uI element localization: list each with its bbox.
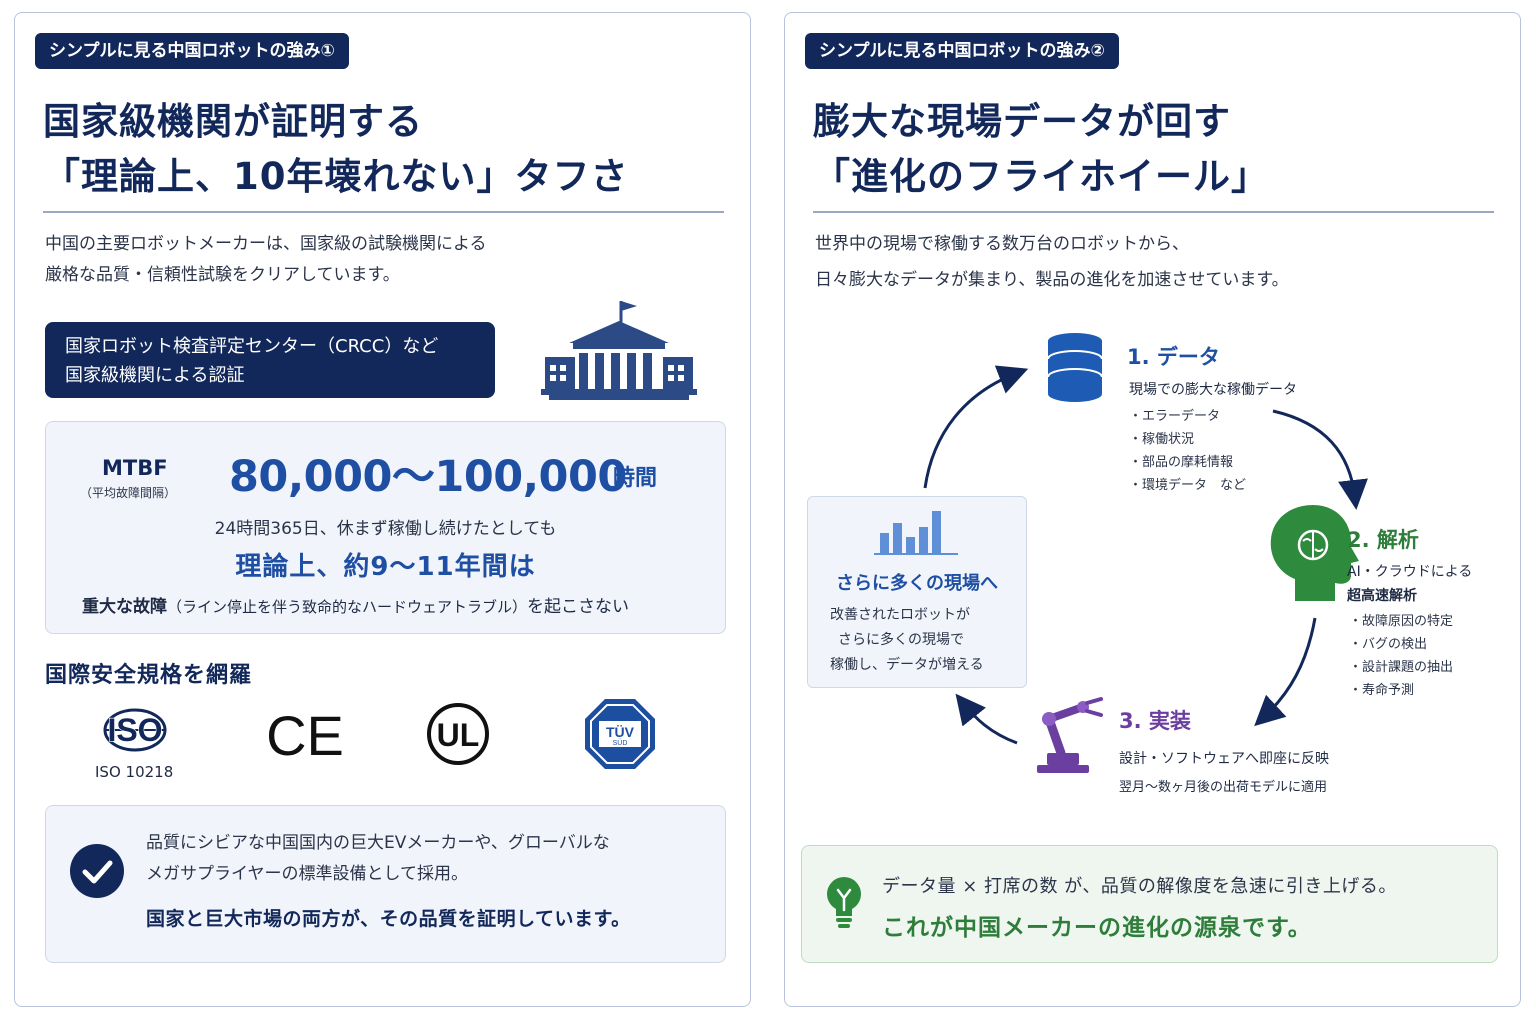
lightbulb-icon bbox=[827, 877, 861, 928]
ce-mark-icon: CE bbox=[267, 707, 343, 763]
adoption-strong: 国家と巨大市場の両方が、その品質を証明しています。 bbox=[146, 908, 631, 930]
list-item: 故障原因の特定 bbox=[1349, 610, 1453, 633]
left-title-line1: 国家級機関が証明する bbox=[43, 100, 423, 143]
mtbf-box: MTBF （平均故障間隔） 80,000～100,000 時間 24時間365日… bbox=[45, 421, 726, 634]
list-item: 部品の摩耗情報 bbox=[1129, 451, 1246, 474]
right-intro-line1: 世界中の現場で稼働する数万台のロボットから、 bbox=[815, 234, 1189, 254]
cert-line1: 国家ロボット検査評定センター（CRCC）など bbox=[65, 336, 439, 357]
insight-text: データ量 × 打席の数 が、品質の解像度を急速に引き上げる。 bbox=[882, 876, 1397, 897]
arrow-analysis-to-implementation bbox=[1254, 617, 1317, 727]
step-implementation-desc1: 設計・ソフトウェアへ即座に反映 bbox=[1119, 751, 1329, 767]
cert-line2: 国家級機関による認証 bbox=[65, 365, 245, 386]
step-analysis-desc1: AI・クラウドによる bbox=[1347, 564, 1473, 580]
more-sites-text: 改善されたロボットが さらに多くの現場で 稼働し、データが増える bbox=[830, 603, 984, 678]
list-item: 稼働状況 bbox=[1129, 428, 1246, 451]
right-panel: シンプルに見る中国ロボットの強み② 膨大な現場データが回す 「進化のフライホイー… bbox=[784, 12, 1521, 1007]
tuv-sub-text: SÜD bbox=[613, 739, 628, 747]
arrow-implementation-to-more bbox=[955, 693, 1018, 745]
ul-mark-icon: UL bbox=[427, 703, 489, 765]
adoption-text: 品質にシビアな中国国内の巨大EVメーカーや、グローバルな メガサプライヤーの標準… bbox=[146, 828, 610, 890]
government-building-icon bbox=[541, 301, 697, 400]
insight-box: データ量 × 打席の数 が、品質の解像度を急速に引き上げる。 これが中国メーカー… bbox=[801, 845, 1498, 963]
step-implementation-desc2: 翌月～数ヶ月後の出荷モデルに適用 bbox=[1119, 780, 1328, 795]
step-implementation-title: 3. 実装 bbox=[1119, 709, 1191, 733]
step-analysis-title: 2. 解析 bbox=[1347, 528, 1419, 552]
standards-heading: 国際安全規格を網羅 bbox=[45, 663, 253, 688]
step-data-title: 1. データ bbox=[1127, 345, 1220, 369]
left-intro-line2: 厳格な品質・信頼性試験をクリアしています。 bbox=[45, 265, 400, 285]
step-data-list: エラーデータ 稼働状況 部品の摩耗情報 環境データ など bbox=[1129, 405, 1246, 497]
more-line1: 改善されたロボットが bbox=[830, 607, 970, 623]
mtbf-label: MTBF bbox=[102, 456, 168, 480]
adoption-line2: メガサプライヤーの標準設備として採用。 bbox=[146, 864, 468, 884]
left-section-tag: シンプルに見る中国ロボットの強み① bbox=[35, 33, 349, 69]
iso-logo-icon: ISO bbox=[103, 708, 167, 752]
mtbf-unit: 時間 bbox=[613, 466, 658, 491]
list-item: バグの検出 bbox=[1349, 633, 1453, 656]
more-sites-title: さらに多くの現場へ bbox=[836, 573, 998, 594]
tuv-sud-logo-icon: TÜV SÜD bbox=[585, 699, 655, 769]
brain-head-icon bbox=[1270, 505, 1359, 601]
right-title-line1: 膨大な現場データが回す bbox=[813, 100, 1231, 143]
database-icon bbox=[1047, 333, 1103, 402]
list-item: エラーデータ bbox=[1129, 405, 1246, 428]
bar-chart-icon bbox=[874, 511, 958, 555]
flywheel-diagram bbox=[923, 333, 1368, 773]
mtbf-sublabel: （平均故障間隔） bbox=[80, 486, 177, 500]
mtbf-note: 24時間365日、休まず稼働し続けたとしても bbox=[214, 519, 557, 539]
right-section-tag: シンプルに見る中国ロボットの強み② bbox=[805, 33, 1119, 69]
left-panel: シンプルに見る中国ロボットの強み① 国家級機関が証明する 「理論上、10年壊れな… bbox=[14, 12, 751, 1007]
mtbf-failure-line: 重大な故障（ライン停止を伴う致命的なハードウェアトラブル）を起こさない bbox=[82, 592, 629, 617]
more-line3: 稼働し、データが増える bbox=[830, 657, 984, 673]
right-intro-line2: 日々膨大なデータが集まり、製品の進化を加速させています。 bbox=[815, 270, 1289, 290]
iso-logo-text: ISO bbox=[107, 712, 162, 748]
ul-mark-text: UL bbox=[437, 717, 480, 753]
checkmark-icon bbox=[70, 844, 124, 898]
certification-box: 国家ロボット検査評定センター（CRCC）など 国家級機関による認証 bbox=[45, 322, 495, 398]
more-line2: さらに多くの現場で bbox=[838, 632, 964, 648]
list-item: 設計課題の抽出 bbox=[1349, 656, 1453, 679]
tuv-text: TÜV bbox=[606, 724, 635, 740]
list-item: 寿命予測 bbox=[1349, 679, 1453, 702]
step-analysis-list: 故障原因の特定 バグの検出 設計課題の抽出 寿命予測 bbox=[1349, 610, 1453, 702]
mtbf-years: 理論上、約9～11年間は bbox=[235, 552, 536, 582]
adoption-box: 品質にシビアな中国国内の巨大EVメーカーや、グローバルな メガサプライヤーの標準… bbox=[45, 805, 726, 963]
arrow-more-to-data bbox=[923, 365, 1029, 489]
step-analysis-desc2: 超高速解析 bbox=[1347, 588, 1417, 604]
mtbf-value: 80,000～100,000 bbox=[229, 452, 627, 502]
left-divider bbox=[43, 211, 724, 213]
step-data-desc: 現場での膨大な稼働データ bbox=[1129, 382, 1297, 398]
failure-strong: 重大な故障 bbox=[82, 597, 167, 617]
left-title-line2: 「理論上、10年壊れない」タフさ bbox=[43, 155, 629, 198]
failure-end: を起こさない bbox=[527, 597, 630, 617]
ce-mark-text: CE bbox=[267, 707, 343, 763]
adoption-line1: 品質にシビアな中国国内の巨大EVメーカーや、グローバルな bbox=[146, 833, 610, 853]
failure-detail: （ライン停止を伴う致命的なハードウェアトラブル） bbox=[167, 598, 528, 616]
right-title-line2: 「進化のフライホイール」 bbox=[813, 155, 1269, 198]
list-item: 環境データ など bbox=[1129, 474, 1246, 497]
more-sites-box: さらに多くの現場へ 改善されたロボットが さらに多くの現場で 稼働し、データが増… bbox=[807, 496, 1027, 688]
left-intro-line1: 中国の主要ロボットメーカーは、国家級の試験機関による bbox=[45, 234, 487, 254]
robot-arm-icon bbox=[1037, 697, 1103, 773]
insight-strong: これが中国メーカーの進化の源泉です。 bbox=[882, 915, 1312, 941]
iso-caption: ISO 10218 bbox=[95, 763, 174, 781]
right-divider bbox=[813, 211, 1494, 213]
arrow-data-to-analysis bbox=[1272, 409, 1368, 510]
